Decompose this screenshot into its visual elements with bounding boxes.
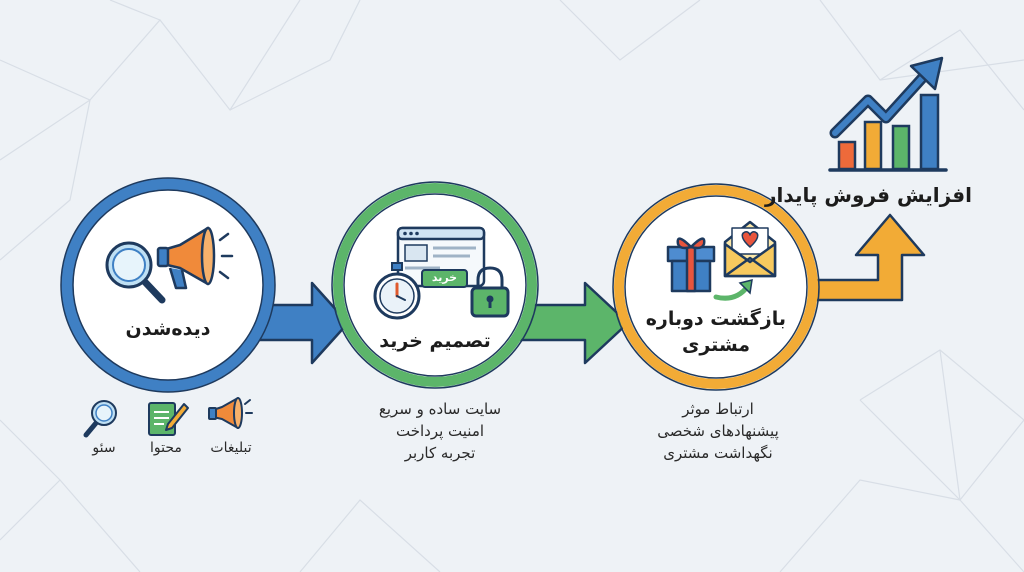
connector-arrow-blue bbox=[253, 281, 350, 365]
return-arrow-icon bbox=[713, 278, 753, 301]
gift-box-icon bbox=[666, 237, 716, 293]
channel-content-icon bbox=[148, 402, 189, 436]
purchase-factor: امنیت پرداخت bbox=[395, 422, 485, 440]
stage-title-return-line2: مشتری bbox=[681, 334, 751, 356]
channel-label-content: محتوا bbox=[150, 440, 182, 456]
channel-seo-icon bbox=[83, 400, 117, 438]
connector-arrow-orange bbox=[798, 213, 926, 302]
buy-button-label: خرید bbox=[431, 271, 458, 284]
padlock-icon bbox=[470, 266, 510, 318]
channel-label-seo: سئو bbox=[92, 440, 116, 456]
channel-ads-icon bbox=[208, 397, 253, 429]
megaphone-icon bbox=[156, 226, 234, 290]
final-title: افزایش فروش پایدار bbox=[765, 183, 972, 207]
purchase-factor: سایت ساده و سریع bbox=[378, 400, 502, 418]
return-factors: ارتباط موثر پیشنهادهای شخصی نگهداشت مشتر… bbox=[638, 398, 798, 464]
stage-title-purchase: تصمیم خرید bbox=[379, 330, 491, 352]
buy-button-icon bbox=[421, 269, 468, 288]
connector-arrow-green bbox=[518, 281, 630, 365]
heart-envelope-icon bbox=[723, 220, 777, 278]
growth-bar-chart-icon bbox=[828, 93, 948, 172]
stage-title-discovery: دیده‌شدن bbox=[125, 318, 211, 340]
magnifier-icon bbox=[105, 241, 166, 304]
purchase-factors: سایت ساده و سریع امنیت پرداخت تجربه کارب… bbox=[360, 398, 520, 464]
trend-arrow-icon bbox=[829, 56, 944, 139]
return-factor: پیشنهادهای شخصی bbox=[657, 422, 779, 440]
stopwatch-icon bbox=[373, 262, 421, 320]
stage-title-return-line1: بازگشت دوباره bbox=[645, 308, 786, 330]
stage-circle-discovery bbox=[61, 178, 275, 392]
return-factor: نگهداشت مشتری bbox=[663, 444, 773, 462]
return-factor: ارتباط موثر bbox=[682, 400, 754, 418]
channel-label-ads: تبلیغات bbox=[210, 440, 252, 456]
purchase-factor: تجربه کاربر bbox=[404, 444, 476, 462]
